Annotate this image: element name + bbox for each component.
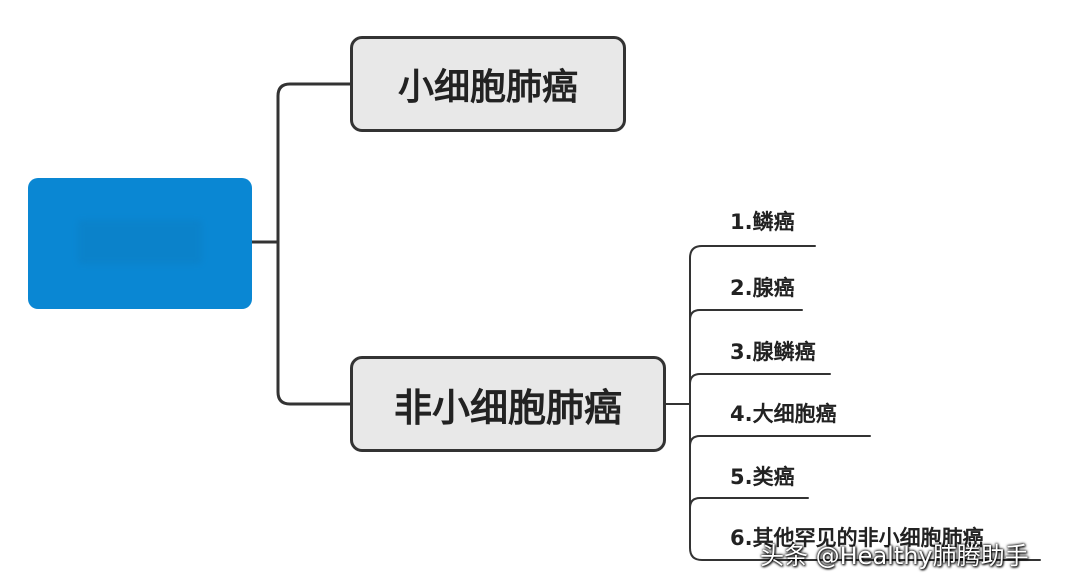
- root-node: [28, 178, 252, 309]
- root-label-redacted: [78, 220, 202, 264]
- subtype-large-cell: 4.大细胞癌: [730, 402, 837, 426]
- subtype-adenosquamous: 3.腺鳞癌: [730, 340, 816, 364]
- subtype-carcinoid: 5.类癌: [730, 465, 795, 489]
- subtype-other-rare: 6.其他罕见的非小细胞肺癌: [730, 526, 984, 550]
- branch-non-small-cell: 非小细胞肺癌: [350, 356, 666, 452]
- subtype-adenocarcinoma: 2.腺癌: [730, 276, 795, 300]
- branch-small-cell: 小细胞肺癌: [350, 36, 626, 132]
- watermark: 头条 @Healthy肺腾助手: [760, 542, 1029, 570]
- subtype-squamous: 1.鳞癌: [730, 210, 795, 234]
- branch-label: 小细胞肺癌: [397, 67, 578, 108]
- branch-label: 非小细胞肺癌: [393, 385, 622, 430]
